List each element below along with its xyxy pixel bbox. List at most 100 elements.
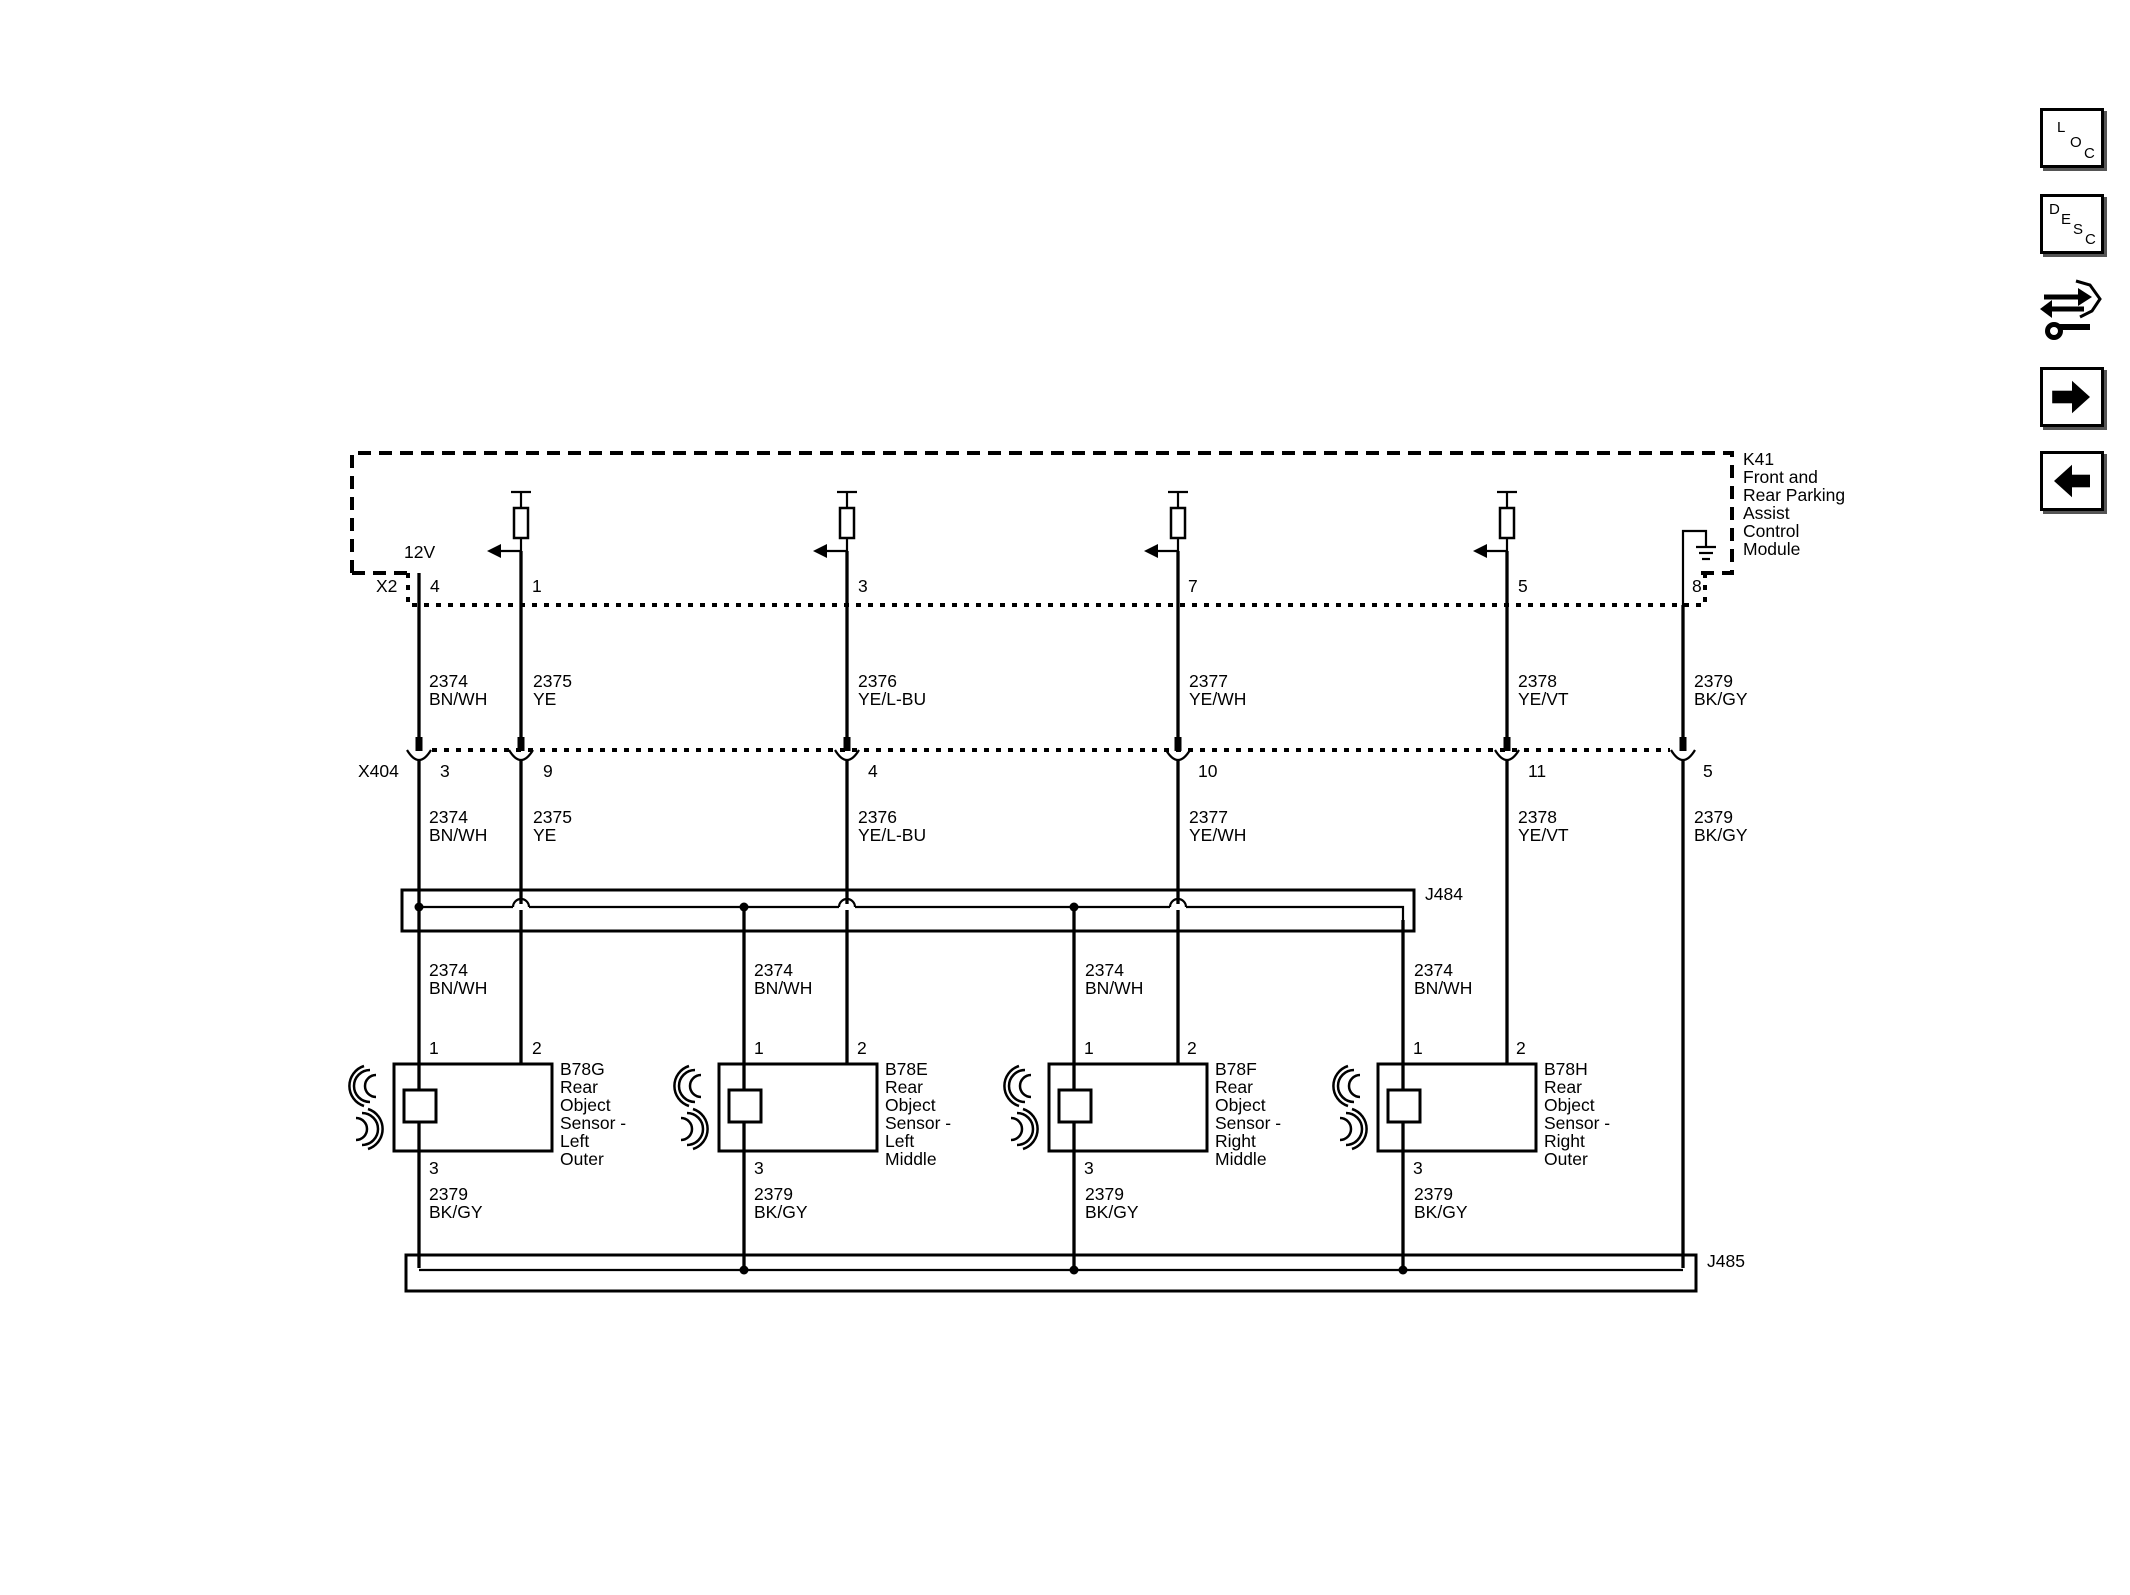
circuit-color: BN/WH: [429, 978, 487, 998]
circuit-number: 2375: [533, 671, 572, 691]
circuit-number: 2379: [1694, 807, 1733, 827]
circuit-number: 2379: [754, 1184, 793, 1204]
circuit-number: 2375: [533, 807, 572, 827]
sensor-pin-number: 2: [1187, 1038, 1197, 1058]
loc-button-letter: O: [2070, 134, 2082, 151]
connector-terminal: [1165, 737, 1191, 762]
wire-crossover-hop: [1168, 897, 1188, 910]
pullup-resistor-symbol: [1473, 490, 1517, 558]
circuit-number: 2379: [1085, 1184, 1124, 1204]
forward-button[interactable]: [2040, 367, 2104, 427]
connector-terminal: [406, 737, 432, 762]
sensor-desc-line: Rear: [885, 1077, 923, 1097]
module-name-line: Control: [1743, 521, 1799, 541]
circuit-color: BK/GY: [1414, 1202, 1468, 1222]
x2-connector-label: X2: [376, 576, 397, 596]
circuit-number: 2374: [1414, 960, 1453, 980]
x404-pin-number: 9: [543, 761, 553, 781]
ultrasonic-wave-icon: [1003, 1064, 1039, 1151]
module-name-line: Module: [1743, 539, 1800, 559]
sensor-pin-number: 3: [1413, 1158, 1423, 1178]
sensor-pin-number: 1: [1413, 1038, 1423, 1058]
module-id: K41: [1743, 449, 1774, 469]
module-name-line: Rear Parking: [1743, 485, 1845, 505]
circuit-color: BK/GY: [754, 1202, 808, 1222]
sensor-desc-line: Sensor -: [1215, 1113, 1281, 1133]
sensor-pin-number: 2: [1516, 1038, 1526, 1058]
desc-button[interactable]: D E S C: [2040, 194, 2104, 254]
circuit-color: BN/WH: [1414, 978, 1472, 998]
sensor-desc-line: Right: [1544, 1131, 1585, 1151]
j485-splice-label: J485: [1707, 1251, 1745, 1271]
back-arrow-icon: [2054, 464, 2090, 498]
desc-button-letter: E: [2061, 211, 2072, 228]
wire-crossover-hop: [837, 897, 857, 910]
connector-repair-icon: [2040, 279, 2102, 340]
x2-pin-labels: 4 1 3 7 5 8: [430, 576, 1702, 596]
pullup-resistor-symbol: [1144, 490, 1188, 558]
sensor-desc-line: Right: [1215, 1131, 1256, 1151]
circuit-number: 2379: [1694, 671, 1733, 691]
x404-pin-number: 10: [1198, 761, 1218, 781]
x2-pin-number: 5: [1518, 576, 1528, 596]
j484-splice: J484: [400, 884, 1463, 933]
ultrasonic-wave-icon: [673, 1064, 709, 1151]
pullup-resistors: [487, 490, 1517, 558]
back-button[interactable]: [2040, 451, 2104, 511]
circuit-color: YE/VT: [1518, 689, 1569, 709]
circuit-color: YE/L-BU: [858, 689, 926, 709]
ground-circuit-labels: 2379 BK/GY 2379 BK/GY 2379 BK/GY 2379 BK…: [429, 1184, 1468, 1222]
connector-repair-button[interactable]: [2040, 275, 2104, 349]
sensor-pin-number: 2: [532, 1038, 542, 1058]
circuit-number: 2377: [1189, 807, 1228, 827]
sensor-desc-line: Outer: [1544, 1149, 1588, 1169]
circuit-color: YE/L-BU: [858, 825, 926, 845]
desc-button-letter: C: [2085, 231, 2096, 248]
loc-button-letter: C: [2084, 145, 2095, 162]
sensor-desc-line: Rear: [1544, 1077, 1582, 1097]
desc-button-letter: S: [2073, 221, 2084, 238]
circuit-color: BK/GY: [1085, 1202, 1139, 1222]
sensor-desc-line: Object: [1215, 1095, 1266, 1115]
wire-crossover-hop: [511, 897, 531, 910]
ground-icon: [1681, 529, 1716, 605]
sensor-desc-line: Middle: [1215, 1149, 1267, 1169]
loc-button[interactable]: L O C: [2040, 108, 2104, 168]
circuit-color: BN/WH: [429, 825, 487, 845]
sensor-b78f: 1 2 3 B78F Rear Object Sensor - Right Mi…: [1003, 1038, 1281, 1178]
sensor-id: B78F: [1215, 1059, 1257, 1079]
sensor-desc-line: Sensor -: [1544, 1113, 1610, 1133]
x404-pin-number: 3: [440, 761, 450, 781]
sensor-supply-labels: 2374 BN/WH 2374 BN/WH 2374 BN/WH 2374 BN…: [429, 960, 1472, 998]
forward-arrow-icon: [2052, 380, 2090, 414]
circuit-number: 2378: [1518, 671, 1557, 691]
x2-pin-number: 7: [1188, 576, 1198, 596]
sensor-id: B78G: [560, 1059, 605, 1079]
circuit-number: 2376: [858, 671, 897, 691]
loc-button-letter: L: [2057, 119, 2066, 136]
circuit-number: 2374: [429, 960, 468, 980]
ultrasonic-wave-icon: [1332, 1064, 1368, 1151]
circuit-color: BN/WH: [429, 689, 487, 709]
x404-inline-connector: X404 3 9 4 10 11 5: [358, 737, 1713, 781]
middle-circuit-labels: 2374 BN/WH 2375 YE 2376 YE/L-BU 2377 YE/…: [429, 807, 1748, 845]
sensor-b78g: 1 2 3 B78G Rear Object Sensor - Left Out…: [348, 1038, 626, 1178]
circuit-number: 2379: [1414, 1184, 1453, 1204]
x404-pin-number: 4: [868, 761, 878, 781]
x404-connector-label: X404: [358, 761, 399, 781]
circuit-number: 2374: [429, 807, 468, 827]
circuit-color: BN/WH: [754, 978, 812, 998]
circuit-number: 2374: [1085, 960, 1124, 980]
sensor-pin-number: 2: [857, 1038, 867, 1058]
circuit-color: YE/WH: [1189, 825, 1246, 845]
sensor-b78e: 1 2 3 B78E Rear Object Sensor - Left Mid…: [673, 1038, 951, 1178]
k41-module: K41 Front and Rear Parking Assist Contro…: [350, 449, 1845, 607]
sensor-desc-line: Middle: [885, 1149, 937, 1169]
circuit-number: 2379: [429, 1184, 468, 1204]
sensor-desc-line: Object: [1544, 1095, 1595, 1115]
sensor-desc-line: Outer: [560, 1149, 604, 1169]
circuit-number: 2374: [754, 960, 793, 980]
sensor-desc-line: Left: [560, 1131, 589, 1151]
sensor-id: B78H: [1544, 1059, 1588, 1079]
